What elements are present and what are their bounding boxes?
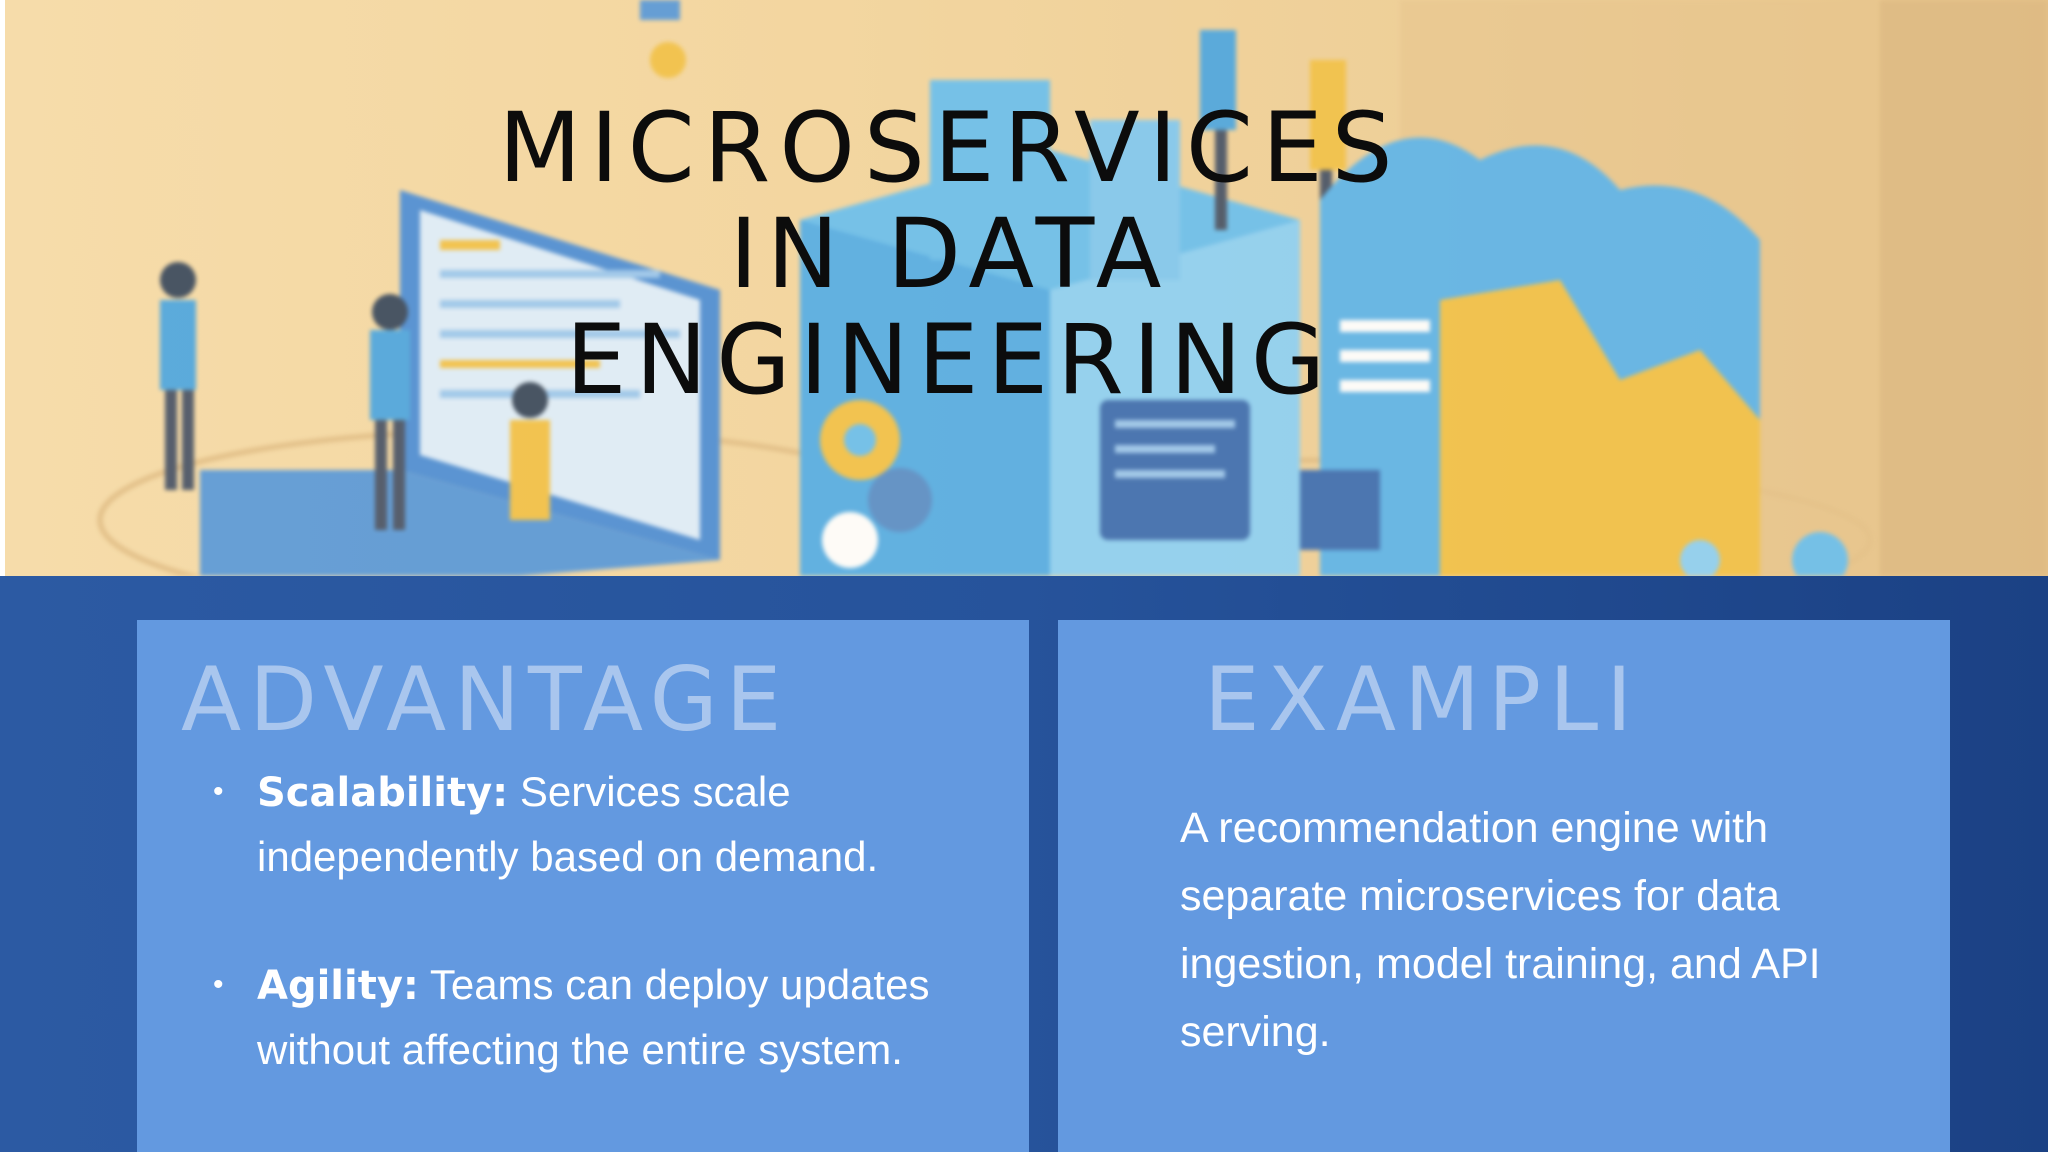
example-card: EXAMPLI A recommendation engine with sep…: [1058, 620, 1950, 1152]
advantage-term: Agility:: [257, 963, 419, 1009]
title-line-3: ENGINEERING: [565, 304, 1335, 416]
data-engineering-illustration: [97, 0, 2048, 576]
advantage-item-scalability: • Scalability: Services scale independen…: [197, 760, 997, 889]
example-heading: EXAMPLI: [1204, 650, 1641, 750]
advantage-text: Services scale independently based on de…: [257, 768, 879, 880]
slide-title: MICROSERVICES IN DATA ENGINEERING: [400, 95, 1500, 413]
advantages-list: • Scalability: Services scale independen…: [197, 760, 997, 1146]
example-description: A recommendation engine with separate mi…: [1180, 804, 1821, 1056]
title-line-2: IN DATA: [729, 198, 1171, 310]
hero-edge: [0, 0, 5, 576]
advantage-item-agility: • Agility: Teams can deploy updates with…: [197, 953, 997, 1082]
advantage-text: Teams can deploy updates without affecti…: [257, 961, 930, 1073]
advantages-card: ADVANTAGE • Scalability: Services scale …: [137, 620, 1029, 1152]
title-line-1: MICROSERVICES: [498, 92, 1402, 204]
hero-illustration: [0, 0, 2048, 576]
advantage-term: Scalability:: [257, 770, 509, 816]
bullet-icon: •: [213, 968, 224, 1001]
bullet-icon: •: [213, 775, 224, 808]
advantages-heading: ADVANTAGE: [181, 650, 790, 750]
